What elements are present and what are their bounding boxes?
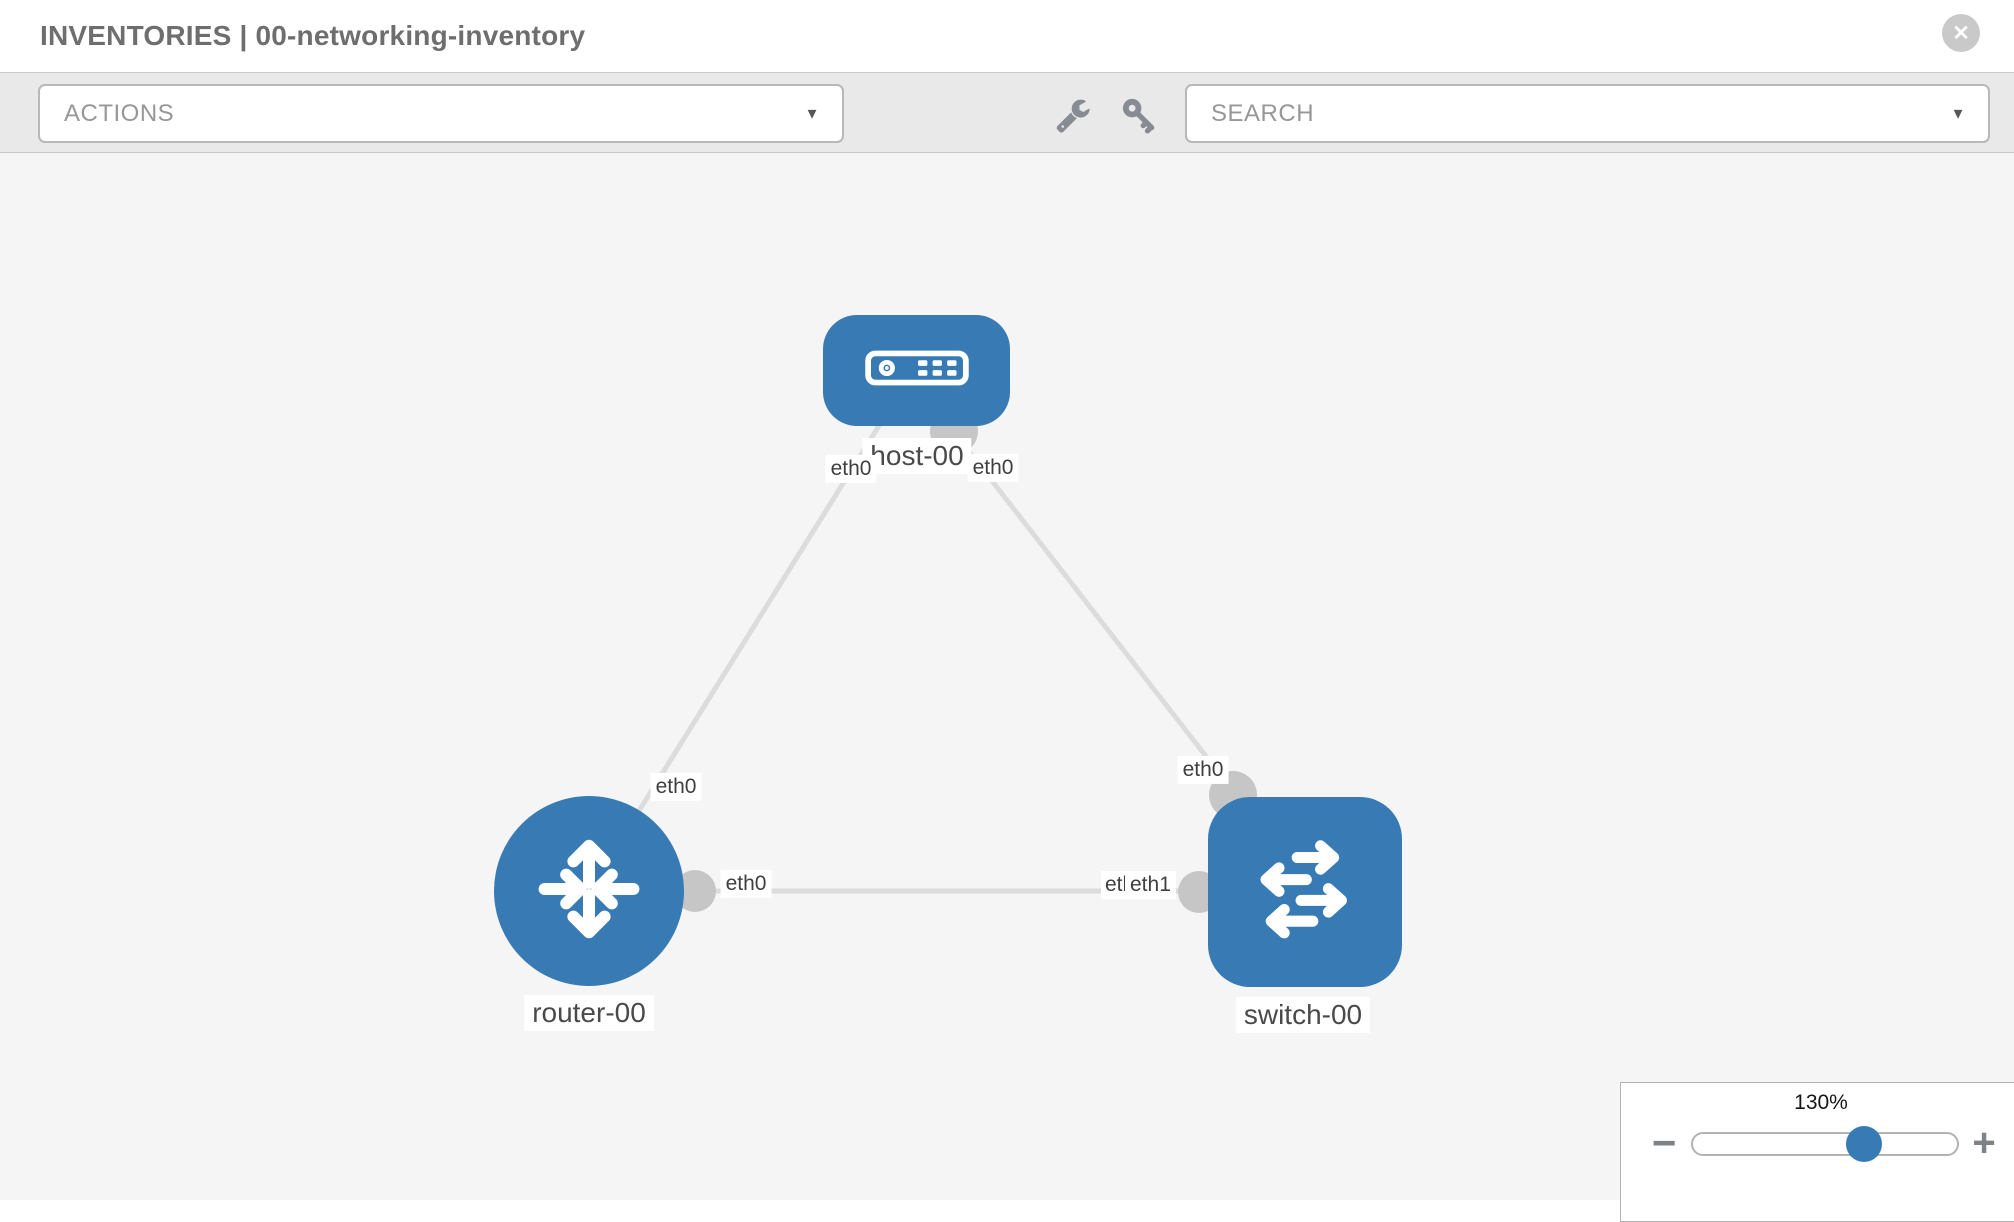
wrench-icon bbox=[1055, 97, 1091, 138]
switch-icon bbox=[1239, 825, 1371, 960]
zoom-panel: 130% − + bbox=[1620, 1082, 2014, 1222]
topology-canvas[interactable]: host-00 router-00 switch-00 eth0 eth0 et… bbox=[0, 153, 2014, 1200]
interface-label-host-eth0-right: eth0 bbox=[967, 453, 1019, 483]
page-title: INVENTORIES | 00-networking-inventory bbox=[40, 20, 586, 51]
interface-label-switch-eth1-back: eth1 bbox=[1101, 871, 1127, 900]
interface-label-switch-eth0: eth0 bbox=[1177, 755, 1229, 785]
actions-dropdown-label: ACTIONS bbox=[64, 99, 175, 127]
links-layer bbox=[586, 398, 1303, 913]
node-label-router: router-00 bbox=[524, 995, 654, 1031]
interface-dot-router[interactable] bbox=[674, 870, 716, 912]
search-placeholder: SEARCH bbox=[1211, 99, 1315, 127]
interface-label-host-eth0-left: eth0 bbox=[825, 454, 877, 484]
interface-label-router-eth0: eth0 bbox=[650, 772, 702, 802]
key-icon bbox=[1120, 96, 1158, 139]
host-icon bbox=[864, 350, 969, 391]
minus-icon: − bbox=[1651, 1119, 1677, 1166]
zoom-out-button[interactable]: − bbox=[1652, 1122, 1677, 1164]
close-button[interactable]: ✕ bbox=[1942, 14, 1980, 52]
node-label-host: host-00 bbox=[862, 438, 972, 474]
toolbar: ACTIONS ▼ SEARCH ▼ bbox=[0, 72, 2014, 153]
configure-button[interactable] bbox=[1051, 95, 1095, 139]
zoom-value: 130% bbox=[1794, 1091, 1848, 1114]
search-dropdown[interactable]: SEARCH ▼ bbox=[1185, 84, 1990, 143]
node-router-00[interactable] bbox=[494, 796, 684, 986]
plus-icon: + bbox=[1972, 1121, 1996, 1165]
caret-down-icon: ▼ bbox=[804, 105, 820, 122]
node-switch-00[interactable] bbox=[1208, 797, 1402, 987]
close-icon: ✕ bbox=[1952, 21, 1970, 45]
zoom-in-button[interactable]: + bbox=[1972, 1123, 1995, 1163]
actions-dropdown[interactable]: ACTIONS ▼ bbox=[38, 84, 844, 143]
caret-down-icon: ▼ bbox=[1950, 105, 1966, 122]
header: INVENTORIES | 00-networking-inventory ✕ bbox=[0, 0, 2014, 72]
node-host-00[interactable] bbox=[823, 315, 1010, 426]
zoom-slider-track[interactable] bbox=[1691, 1132, 1959, 1156]
interface-label-router-eth0-mid: eth0 bbox=[720, 869, 772, 899]
credentials-button[interactable] bbox=[1117, 95, 1161, 139]
router-icon bbox=[529, 829, 649, 954]
interface-label-switch-eth1: eth1 bbox=[1125, 871, 1176, 900]
zoom-slider-knob[interactable] bbox=[1846, 1126, 1882, 1162]
node-label-switch: switch-00 bbox=[1235, 997, 1371, 1033]
link-host-switch[interactable] bbox=[952, 430, 1242, 802]
